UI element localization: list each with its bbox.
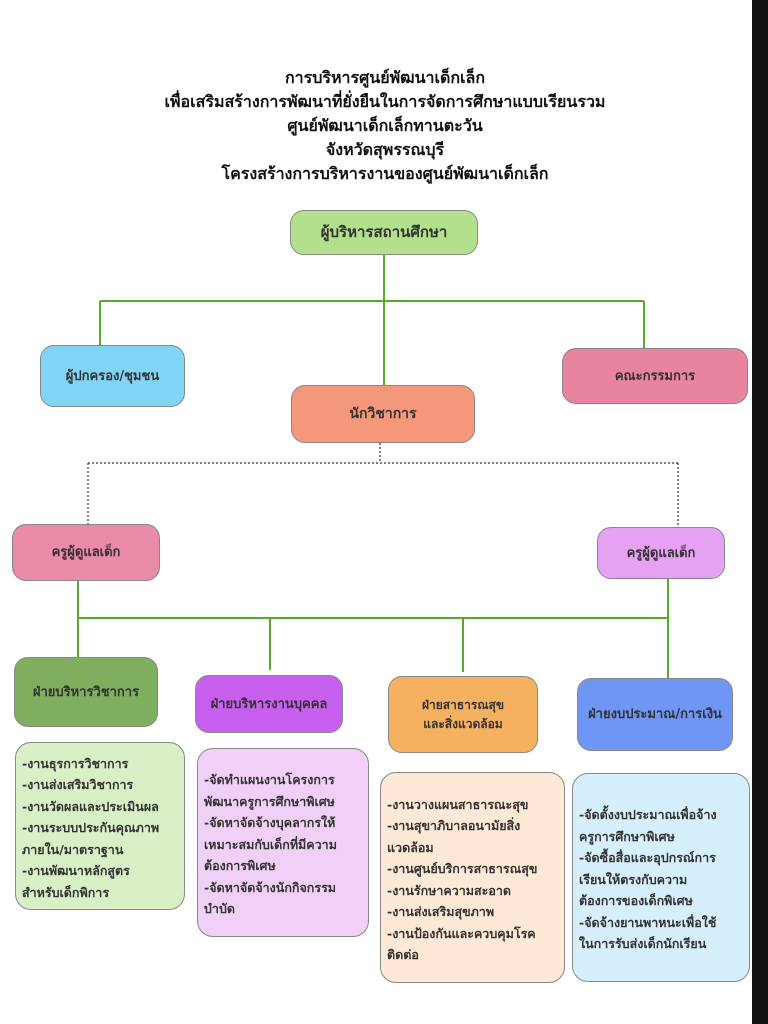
list-health: -งานวางแผนสาธารณะสุข -งานสุขาภิบาลอนามัยส… bbox=[380, 772, 565, 983]
node-label: ครูผู้ดูแลเด็ก bbox=[51, 545, 121, 560]
list-item: -งานสุขาภิบาลอนามัยสิ่ง bbox=[387, 818, 521, 833]
node-label: ครูผู้ดูแลเด็ก bbox=[626, 545, 696, 561]
list-item: บำบัด bbox=[204, 901, 236, 917]
dept-personnel: ฝ่ายบริหารงานบุคคล bbox=[195, 675, 343, 733]
node-label: ฝ่ายสาธารณสุข bbox=[421, 697, 505, 712]
list-budget: -จัดตั้งงบประมาณเพื่อจ้างครูการศึกษาพิเศ… bbox=[572, 773, 750, 982]
screen-edge bbox=[752, 0, 768, 1024]
node-label: และสิ่งแวดล้อม bbox=[423, 716, 503, 731]
list-item: -จัดซื้อสื่อและอุปกรณ์การ bbox=[579, 850, 716, 866]
list-item: ภายใน/มาตราฐาน bbox=[22, 841, 124, 857]
list-item: ติดต่อ bbox=[387, 947, 419, 962]
list-item: -งานพัฒนาหลักสูตร bbox=[22, 863, 130, 879]
list-item: ต้องการพิเศษ bbox=[204, 858, 276, 874]
list-academic: -งานธุรการวิชาการ -งานส่งเสริมวิชาการ -งาน… bbox=[15, 742, 185, 910]
dept-academic: ฝ่ายบริหารวิชาการ bbox=[14, 657, 158, 727]
list-item: แวดล้อม bbox=[387, 839, 434, 855]
diagram-title: การบริหารศูนย์พัฒนาเด็กเล็ก เพื่อเสริมสร… bbox=[100, 66, 670, 186]
title-line: การบริหารศูนย์พัฒนาเด็กเล็ก bbox=[284, 68, 486, 87]
list-item: -จัดหาจัดจ้างนักกิจกรรม bbox=[204, 879, 337, 895]
list-item: -งานระบบประกันคุณภาพ bbox=[22, 820, 160, 836]
node-teacher-left: ครูผู้ดูแลเด็ก bbox=[12, 524, 160, 581]
node-parents: ผู้ปกครอง/ชุมชน bbox=[40, 345, 185, 407]
list-item: สำหรับเด็กพิการ bbox=[22, 884, 110, 900]
dept-budget: ฝ่ายงบประมาณ/การเงิน bbox=[577, 678, 733, 751]
title-line: ศูนย์พัฒนาเด็กเล็กทานตะวัน bbox=[287, 116, 483, 135]
dept-health: ฝ่ายสาธารณสุขและสิ่งแวดล้อม bbox=[388, 676, 538, 753]
list-item: ครูการศึกษาพิเศษ bbox=[579, 828, 675, 844]
list-item: ต้องการของเด็กพิเศษ bbox=[579, 893, 693, 909]
list-item: -จัดทำแผนงานโครงการ bbox=[204, 772, 335, 788]
list-item: -งานส่งเสริมวิชาการ bbox=[22, 777, 134, 793]
node-admin: ผู้บริหารสถานศึกษา bbox=[290, 210, 478, 255]
node-label: นักวิชาการ bbox=[349, 405, 417, 422]
list-item: -งานวัดผลและประเมินผล bbox=[22, 798, 159, 814]
node-teacher-right: ครูผู้ดูแลเด็ก bbox=[597, 527, 725, 579]
node-label: ฝ่ายงบประมาณ/การเงิน bbox=[588, 707, 722, 722]
node-label: คณะกรรมการ bbox=[614, 368, 696, 384]
list-item: เรียนให้ตรงกับความ bbox=[579, 871, 688, 887]
title-line: เพื่อเสริมสร้างการพัฒนาที่ยั่งยืนในการจั… bbox=[164, 92, 606, 111]
list-item: -งานธุรการวิชาการ bbox=[22, 755, 129, 771]
list-personnel: -จัดทำแผนงานโครงการพัฒนาครูการศึกษาพิเศษ… bbox=[197, 748, 369, 937]
list-item: -จัดตั้งงบประมาณเพื่อจ้าง bbox=[579, 807, 717, 823]
node-academic: นักวิชาการ bbox=[291, 385, 475, 443]
list-item: เหมาะสมกับเด็กที่มีความ bbox=[204, 836, 337, 852]
list-item: -งานป้องกันและควบคุมโรค bbox=[387, 925, 536, 941]
list-item: พัฒนาครูการศึกษาพิเศษ bbox=[204, 793, 335, 809]
list-item: -งานรักษาความสะอาด bbox=[387, 882, 512, 898]
list-item: -งานส่งเสริมสุขภาพ bbox=[387, 904, 495, 919]
list-item: -งานวางแผนสาธารณะสุข bbox=[387, 796, 529, 812]
list-item: -จัดหาจัดจ้างบุคลากรให้ bbox=[204, 815, 336, 831]
title-line: โครงสร้างการบริหารงานของศูนย์พัฒนาเด็กเล… bbox=[221, 164, 549, 183]
list-item: ในการรับส่งเด็กนักเรียน bbox=[579, 936, 707, 952]
node-label: ฝ่ายบริหารวิชาการ bbox=[32, 684, 140, 700]
node-label: ฝ่ายบริหารงานบุคคล bbox=[210, 696, 328, 712]
node-label: ผู้บริหารสถานศึกษา bbox=[320, 223, 448, 241]
list-item: -จัดจ้างยานพาหนะเพื่อใช้ bbox=[579, 914, 717, 930]
title-line: จังหวัดสุพรรณบุรี bbox=[325, 140, 445, 159]
node-committee: คณะกรรมการ bbox=[562, 348, 748, 404]
list-item: -งานศูนย์บริการสาธารณสุข bbox=[387, 861, 538, 876]
node-label: ผู้ปกครอง/ชุมชน bbox=[65, 368, 160, 384]
